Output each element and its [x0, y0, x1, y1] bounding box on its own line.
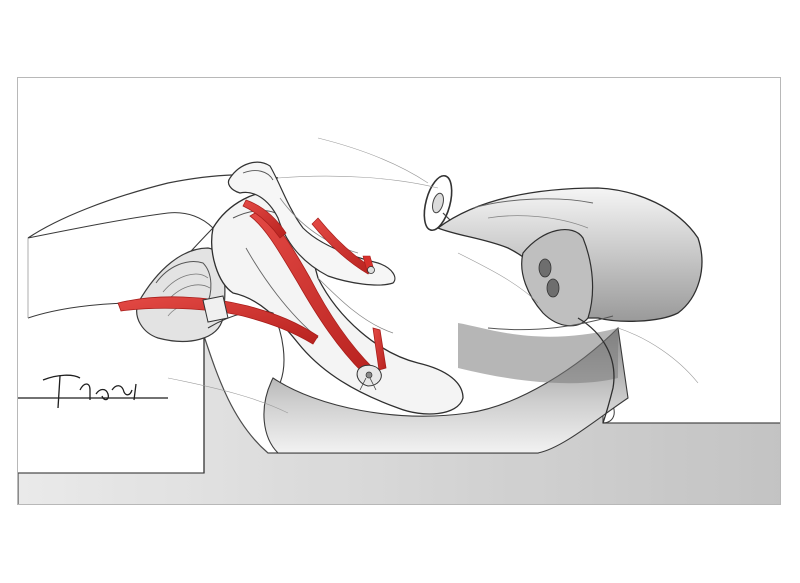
- near-seat: [207, 191, 464, 415]
- left-pod: [136, 247, 226, 342]
- crotch-strap: [372, 327, 387, 371]
- far-shoulder-belt: [242, 199, 287, 239]
- buckle-icon: [356, 364, 382, 391]
- cockpit-floor: [263, 323, 629, 454]
- center-console: [521, 229, 594, 327]
- belt-anchor-icon: [202, 295, 229, 323]
- car-interior-sketch: [18, 137, 780, 504]
- dial-icon: [538, 258, 552, 278]
- far-buckle-icon: [367, 266, 375, 274]
- front-door-edge: [487, 315, 615, 424]
- artist-signature: [18, 374, 168, 409]
- construction-lines: [167, 137, 699, 414]
- sketch-frame: [17, 77, 781, 505]
- far-shoulder-belt-2: [311, 217, 374, 275]
- dial-icon: [546, 278, 560, 298]
